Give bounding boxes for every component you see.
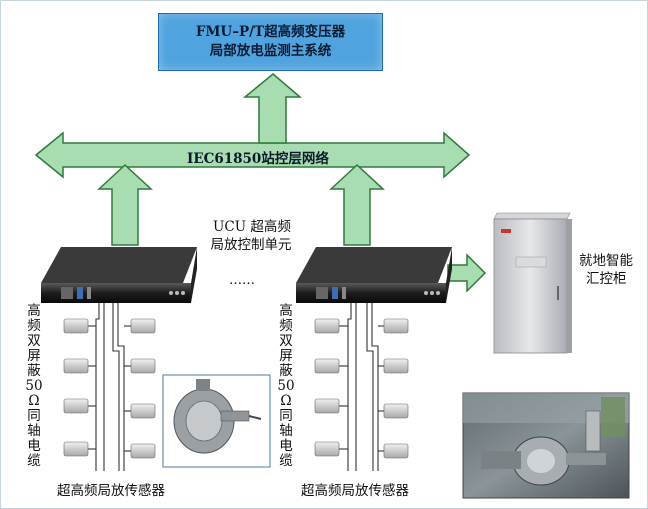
network-bus-label: IEC61850站控层网络 <box>187 151 329 167</box>
uplink-arrow-system <box>242 73 303 144</box>
link-arrow-cabinet <box>447 253 487 293</box>
monitoring-system-box: FMU–P/T超高频变压器 局部放电监测主系统 <box>158 13 383 71</box>
ucu-label-line2: 局放控制单元 <box>210 237 292 253</box>
cable-group-1 <box>88 303 131 471</box>
installation-photo <box>462 392 630 499</box>
ucu-label-line1: UCU 超高频 <box>213 219 291 235</box>
sensor-label-left: 超高频局放传感器 <box>57 483 165 499</box>
ucu-unit-1 <box>41 247 197 303</box>
network-bus-arrow <box>34 131 471 179</box>
sensor-array-1 <box>63 318 156 459</box>
sensor-label-right: 超高频局放传感器 <box>301 483 409 499</box>
system-title-line1: FMU–P/T超高频变压器 <box>195 24 346 40</box>
uplink-arrow-unit-2 <box>329 163 385 246</box>
uplink-arrow-unit-1 <box>97 163 153 246</box>
ucu-unit-2 <box>296 247 452 303</box>
sensor-array-2 <box>314 318 409 459</box>
control-cabinet <box>493 212 572 354</box>
cabinet-label-line2: 汇控柜 <box>586 271 627 287</box>
system-title-line2: 局部放电监测主系统 <box>209 43 332 59</box>
sensor-closeup-photo <box>162 374 271 468</box>
cabinet-label-line1: 就地智能 <box>579 253 633 269</box>
cable-label-right: 高频双屏蔽50Ω同轴电缆 <box>277 303 295 469</box>
cable-label-left: 高频双屏蔽50Ω同轴电缆 <box>25 303 43 469</box>
cable-group-2 <box>339 303 384 471</box>
ellipsis: …… <box>229 273 255 288</box>
